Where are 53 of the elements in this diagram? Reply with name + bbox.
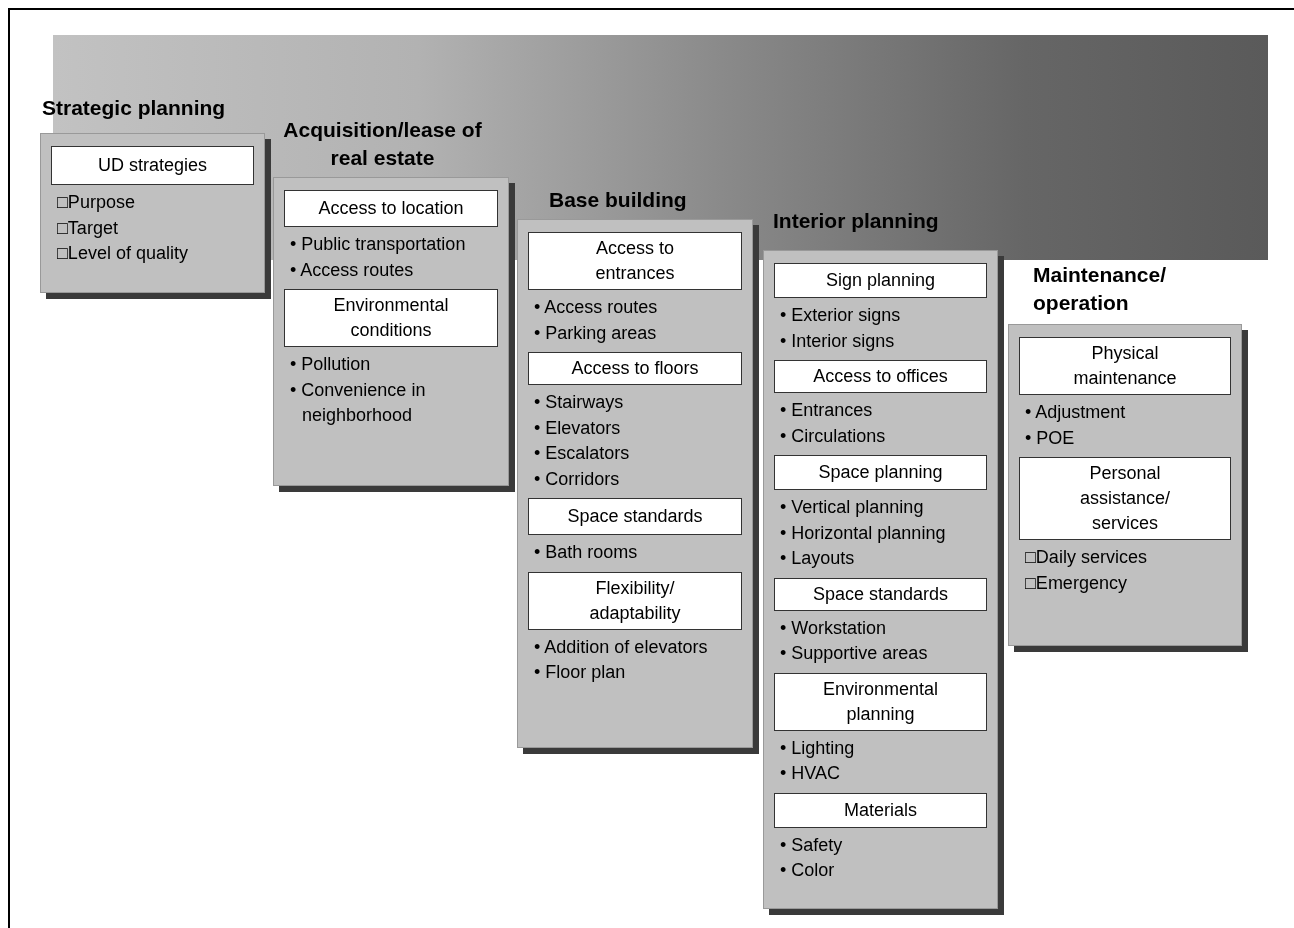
list-item: □Daily services — [1025, 546, 1148, 569]
stage-heading: Maintenance/ operation — [1033, 262, 1168, 316]
topic-box: Space planning — [774, 455, 987, 490]
list-item: • Bath rooms — [534, 541, 639, 564]
list-item: • POE — [1025, 426, 1076, 450]
list-item: • HVAC — [780, 762, 841, 785]
list-item: • Stairways — [534, 391, 625, 414]
list-item: • Parking areas — [534, 321, 658, 345]
list-item: □Target — [57, 216, 119, 240]
list-item: • Pollution — [290, 353, 372, 376]
list-item: • Elevators — [534, 416, 622, 440]
topic-box: Space standards — [528, 498, 742, 535]
list-item: • Color — [780, 859, 836, 882]
list-item: • Interior signs — [780, 329, 896, 353]
list-item: □Emergency — [1025, 571, 1128, 595]
stage-heading: Strategic planning — [42, 95, 227, 121]
stage-heading: Acquisition/lease of real estate — [282, 117, 483, 171]
list-item: • Entrances — [780, 399, 874, 422]
list-item: • Vertical planning — [780, 496, 925, 519]
list-item: • Floor plan — [534, 661, 627, 684]
list-item: • Adjustment — [1025, 401, 1127, 424]
list-item: • Access routes — [534, 296, 659, 319]
list-item: • Circulations — [780, 424, 887, 448]
list-item: □Purpose — [57, 191, 136, 214]
list-item: • Public transportation — [290, 233, 467, 256]
topic-box: Environmental planning — [774, 672, 987, 731]
topic-box: Access to floors — [528, 352, 742, 385]
topic-box: Space standards — [774, 577, 987, 611]
topic-box: Access to entrances — [528, 232, 742, 290]
list-item: • Horizontal planning — [780, 521, 947, 545]
stage-heading: Interior planning — [773, 208, 940, 234]
list-item: • Convenience in neighborhood — [290, 378, 427, 427]
topic-box: Flexibility/ adaptability — [528, 571, 742, 630]
topic-box: Sign planning — [774, 263, 987, 298]
topic-box: Access to offices — [774, 360, 987, 393]
list-item: • Lighting — [780, 736, 856, 760]
list-item: • Safety — [780, 833, 844, 857]
list-item: • Layouts — [780, 547, 856, 570]
topic-box: UD strategies — [51, 146, 254, 185]
list-item: • Access routes — [290, 258, 415, 282]
list-item: • Workstation — [780, 616, 887, 640]
list-item: • Addition of elevators — [534, 635, 709, 659]
list-item: • Escalators — [534, 442, 631, 465]
list-item: • Corridors — [534, 467, 621, 491]
list-item: • Exterior signs — [780, 304, 902, 327]
topic-box: Access to location — [284, 190, 498, 227]
topic-box: Physical maintenance — [1019, 337, 1231, 395]
topic-box: Environmental conditions — [284, 289, 498, 347]
topic-box: Materials — [774, 792, 987, 828]
stage-heading: Base building — [549, 187, 688, 213]
list-item: □Level of quality — [57, 242, 189, 265]
list-item: • Supportive areas — [780, 642, 929, 665]
topic-box: Personal assistance/ services — [1019, 457, 1231, 540]
